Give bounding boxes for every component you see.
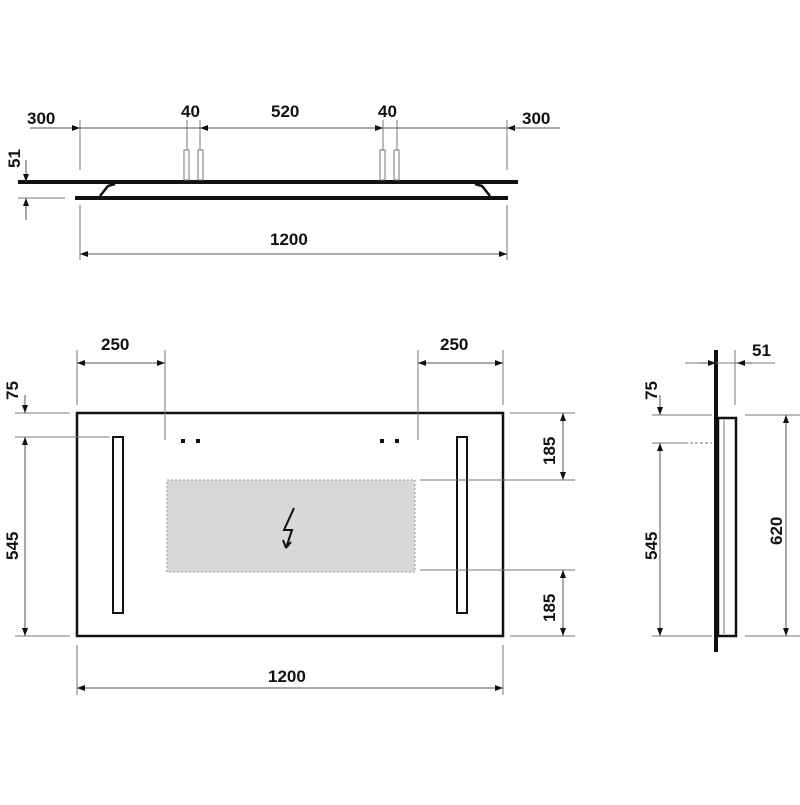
label-hang-height: 545 xyxy=(3,532,22,560)
label-right-offset: 300 xyxy=(522,109,550,128)
electric-bolt-icon xyxy=(282,507,295,549)
label-top-width: 1200 xyxy=(270,230,308,249)
label-lower-right: 185 xyxy=(540,594,559,622)
light-strip-right xyxy=(456,436,468,614)
label-left-offset: 300 xyxy=(27,109,55,128)
label-front-width: 1200 xyxy=(268,667,306,686)
bracket-shape xyxy=(99,182,491,197)
label-side-height: 620 xyxy=(767,517,786,545)
extension-lines xyxy=(15,350,575,695)
label-top-offset: 75 xyxy=(3,381,22,400)
side-view: 51 75 545 620 xyxy=(642,341,800,652)
label-side-top-offset: 75 xyxy=(642,381,661,400)
label-right-margin: 250 xyxy=(440,335,468,354)
label-upper-right: 185 xyxy=(540,437,559,465)
extension-lines xyxy=(652,350,800,637)
top-view: 300 40 520 40 300 1200 51 xyxy=(5,102,560,260)
extension-lines xyxy=(18,120,508,260)
front-view: 250 250 75 545 185 185 1200 xyxy=(3,335,575,695)
light-strip-left xyxy=(112,436,124,614)
label-hook-left: 40 xyxy=(181,102,200,121)
heated-panel xyxy=(166,479,416,573)
label-side-hang-height: 545 xyxy=(642,532,661,560)
label-left-margin: 250 xyxy=(101,335,129,354)
label-top-depth: 51 xyxy=(5,149,24,168)
label-hook-spacing: 520 xyxy=(271,102,299,121)
label-hook-right: 40 xyxy=(378,102,397,121)
mirror-profile xyxy=(716,416,738,638)
hooks xyxy=(183,149,400,181)
label-side-depth: 51 xyxy=(752,341,771,360)
mirror-outline xyxy=(75,411,505,638)
mount-dots xyxy=(181,439,399,443)
